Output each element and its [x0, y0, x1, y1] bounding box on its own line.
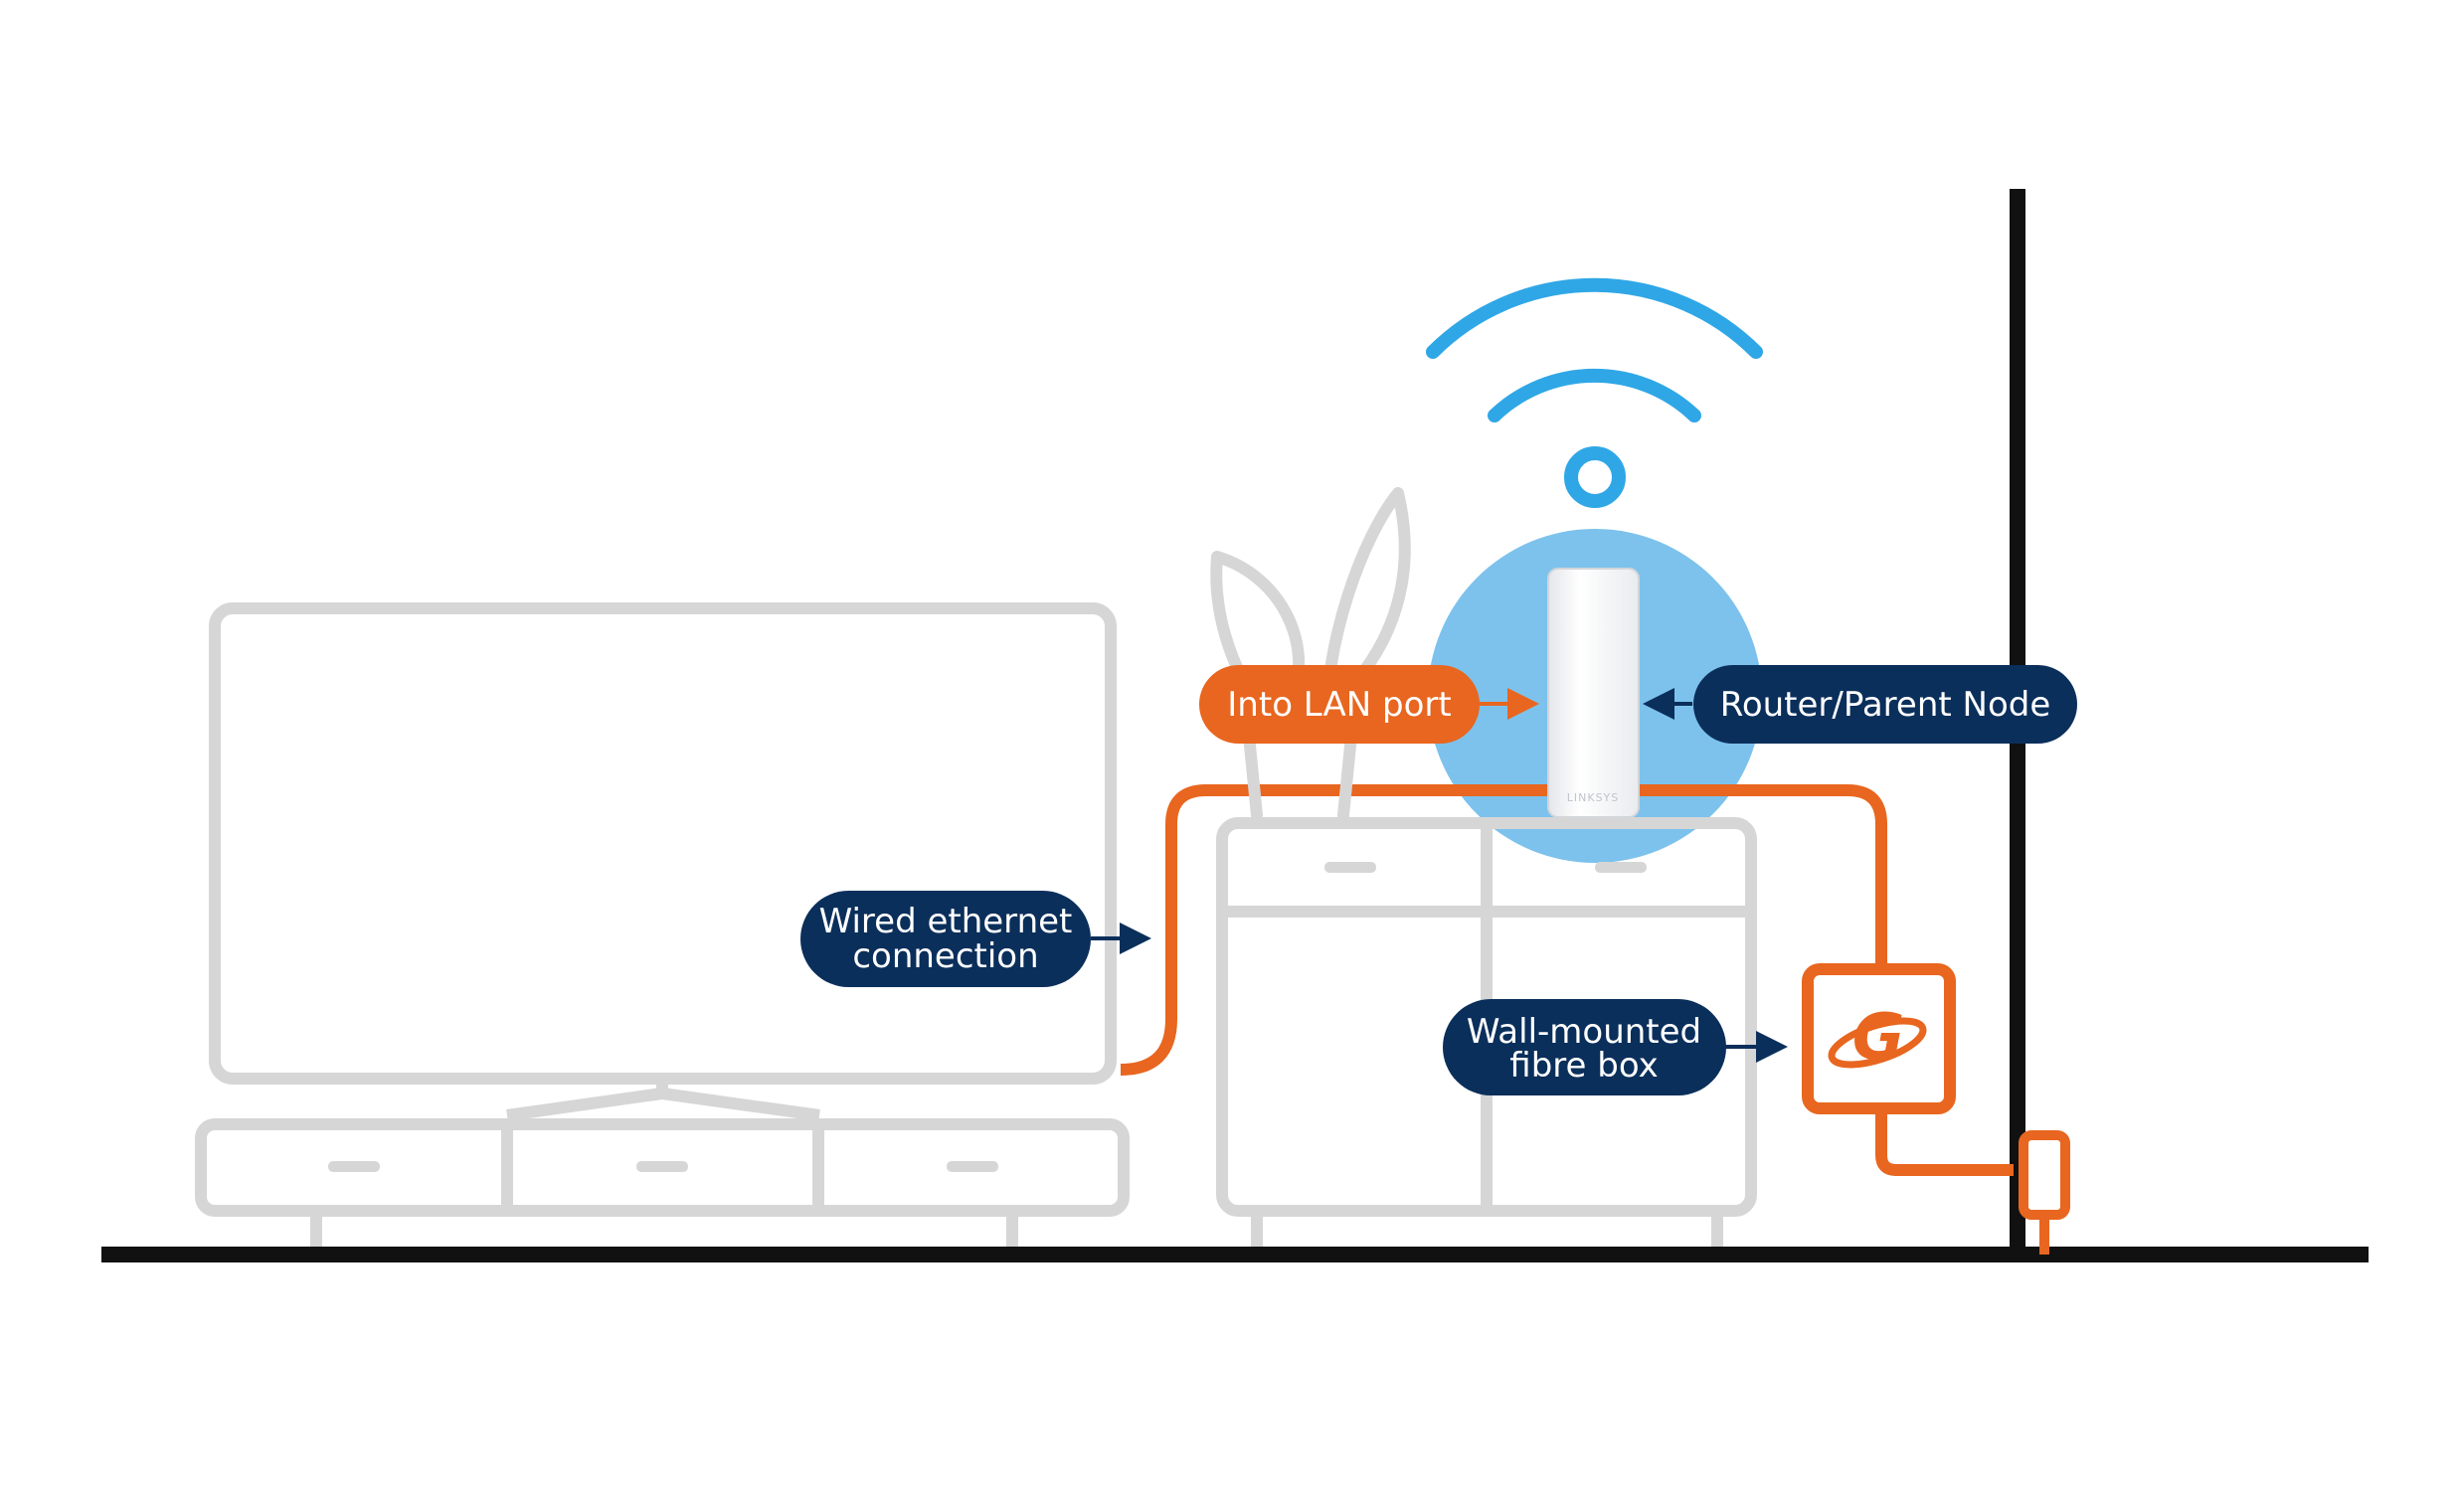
- router-brand: LINKSYS: [1567, 791, 1620, 804]
- fibre-box: G: [1802, 963, 1956, 1114]
- tv: [209, 602, 1117, 1121]
- router-node-icon: LINKSYS: [1547, 568, 1640, 818]
- svg-text:fibre box: fibre box: [1509, 1046, 1658, 1086]
- label-wired: Wired ethernet connection: [800, 891, 1091, 987]
- svg-text:Into LAN port: Into LAN port: [1227, 685, 1451, 725]
- svg-text:connection: connection: [852, 936, 1038, 976]
- svg-text:Wall-mounted: Wall-mounted: [1467, 1012, 1701, 1052]
- ethernet-cable: [1120, 784, 1887, 1076]
- svg-text:Router/Parent Node: Router/Parent Node: [1720, 685, 2051, 725]
- label-lan-port: Into LAN port: [1199, 665, 1480, 744]
- tv-cabinet: [195, 1118, 1130, 1247]
- svg-text:Wired ethernet: Wired ethernet: [819, 902, 1073, 941]
- label-router: Router/Parent Node: [1693, 665, 2077, 744]
- fibre-cable: [1875, 1108, 2014, 1176]
- label-fibre-box: Wall-mounted fibre box: [1443, 999, 1726, 1095]
- plant-icon: [1210, 487, 1411, 821]
- wifi-signal-icon: [1426, 277, 1763, 508]
- tv-screen: [209, 602, 1117, 1085]
- wall-socket-icon: [2019, 1130, 2070, 1255]
- fibre-box-logo-icon: G: [1852, 1001, 1905, 1075]
